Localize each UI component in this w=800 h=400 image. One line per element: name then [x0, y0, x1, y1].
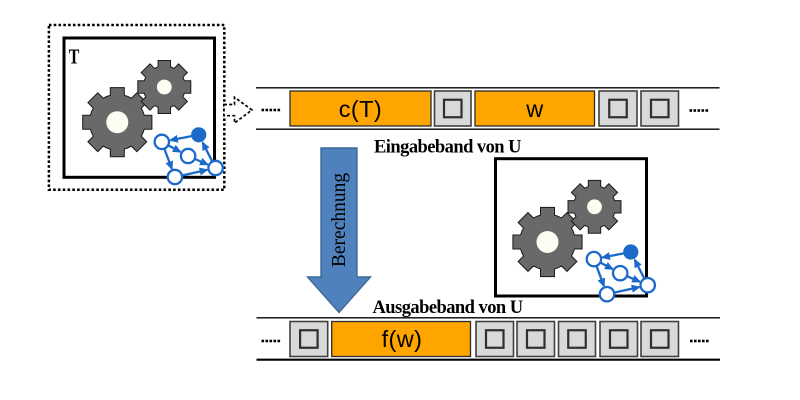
svg-text:Ausgabeband von U: Ausgabeband von U — [373, 298, 523, 318]
svg-text:Berechnung: Berechnung — [329, 173, 350, 267]
svg-text:c(T): c(T) — [339, 96, 382, 122]
svg-text:T: T — [69, 44, 80, 68]
svg-text:Eingabeband von U: Eingabeband von U — [374, 138, 521, 158]
svg-text:f(w): f(w) — [382, 326, 423, 352]
svg-text:w: w — [525, 96, 544, 122]
